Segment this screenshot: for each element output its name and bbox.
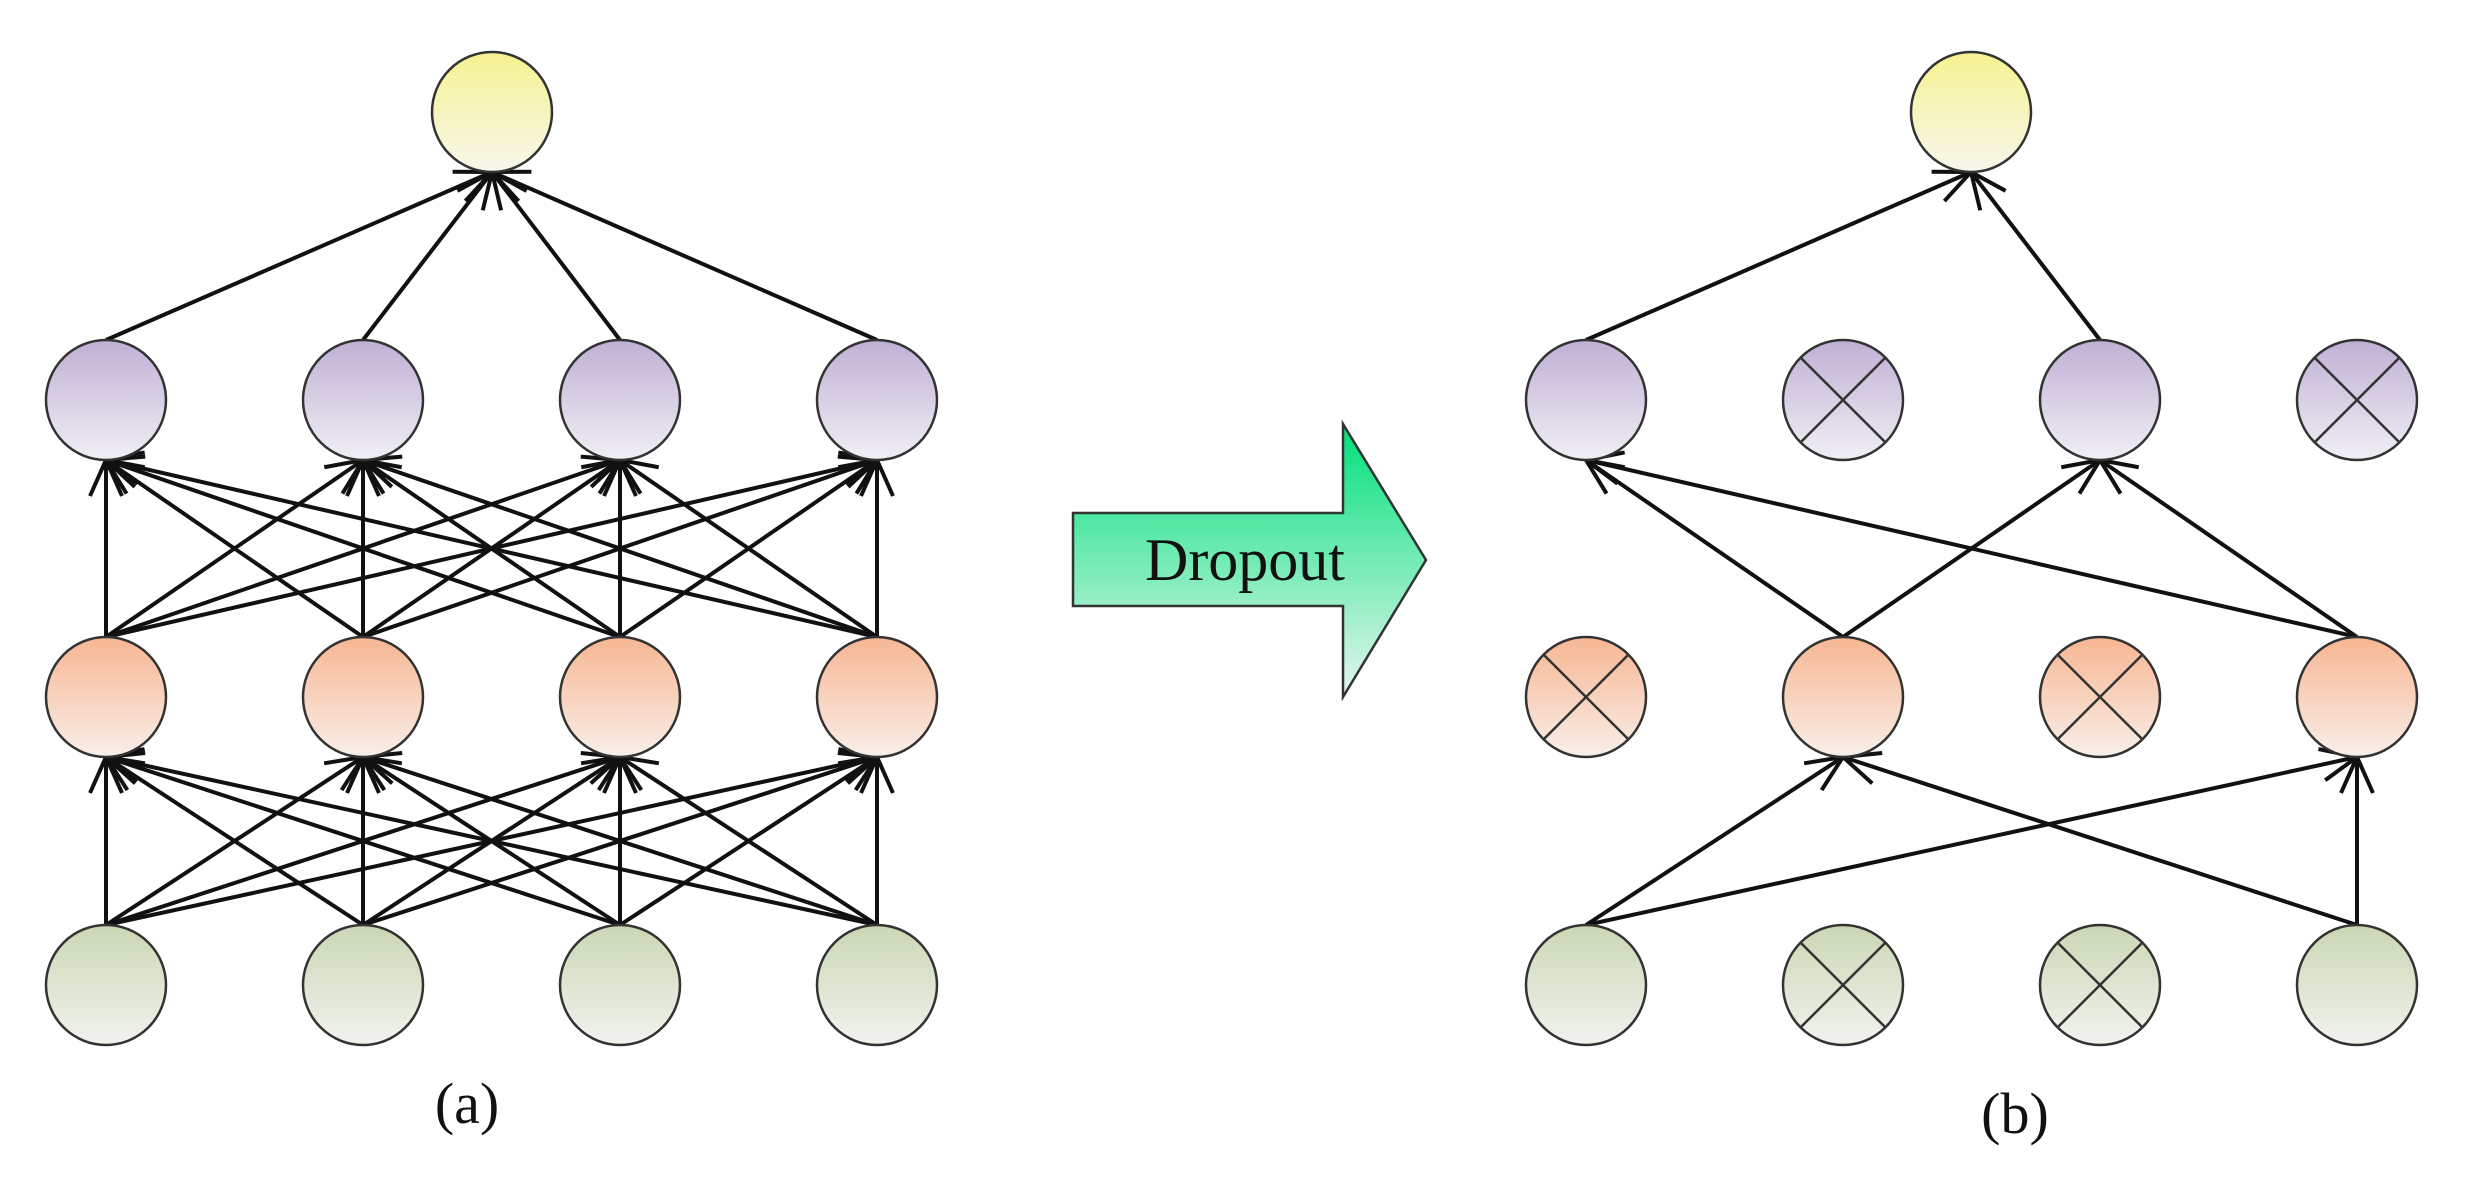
panel-a-edge-input-4-to-hidden1-2 — [363, 757, 878, 927]
panel-b-hidden1-node-3-dropped — [2038, 635, 2162, 759]
panel-a-input-node-2 — [301, 923, 425, 1047]
panel-b-edge-input-4-to-hidden1-2 — [1843, 757, 2358, 927]
panel-b-hidden2-node-2-dropped — [1781, 338, 1905, 462]
panel-a-hidden1-node-3 — [558, 635, 682, 759]
panel-b-edge-input-1-to-hidden1-4 — [1585, 757, 2357, 927]
panel-b-input-node-2-dropped — [1781, 923, 1905, 1047]
panel-a-hidden1-node-4 — [815, 635, 939, 759]
panel-b-hidden1-node-4 — [2295, 635, 2419, 759]
panel-a-input-node-3 — [558, 923, 682, 1047]
panel-b-hidden2-node-1 — [1524, 338, 1648, 462]
panel-b-input-node-4 — [2295, 923, 2419, 1047]
dropout-label: Dropout — [1145, 527, 1345, 593]
dropped-cross-icon — [2056, 941, 2144, 1029]
panel-a-hidden2-node-4 — [815, 338, 939, 462]
panel-b-hidden2-node-3 — [2038, 338, 2162, 462]
panel-b-hidden1-node-2 — [1781, 635, 1905, 759]
panel-b-edge-hidden1-4-to-hidden2-3 — [2100, 460, 2359, 639]
panel-a-edge-hidden1-4-to-hidden2-1 — [106, 460, 878, 639]
dropped-cross-icon — [1799, 941, 1887, 1029]
panel-a-edge-hidden1-3-to-hidden2-1 — [106, 460, 621, 639]
panel-a-connections — [105, 172, 879, 927]
dropped-cross-icon — [1799, 356, 1887, 444]
dropped-cross-icon — [2313, 356, 2401, 444]
panel-a-output-node-1 — [430, 50, 554, 174]
panel-a-hidden2-node-3 — [558, 338, 682, 462]
panel-b-caption: (b) — [1981, 1081, 2049, 1146]
panel-b-input-node-1 — [1524, 923, 1648, 1047]
dropped-cross-icon — [2056, 653, 2144, 741]
panel-a-hidden2-node-2 — [301, 338, 425, 462]
panel-b-nodes — [1524, 50, 2419, 1047]
panel-b-edge-input-1-to-hidden1-2 — [1584, 757, 1843, 927]
panel-a-edge-input-3-to-hidden1-1 — [106, 757, 621, 927]
panel-b-hidden1-node-1-dropped — [1524, 635, 1648, 759]
panel-a-hidden1-node-1 — [44, 635, 168, 759]
panel-b-input-node-3-dropped — [2038, 923, 2162, 1047]
panel-a-edge-hidden1-4-to-hidden2-3 — [620, 460, 879, 639]
panel-a-edge-input-4-to-hidden1-3 — [620, 757, 879, 927]
panel-b-edge-hidden1-2-to-hidden2-1 — [1586, 460, 1845, 639]
panel-b-edge-hidden1-4-to-hidden2-1 — [1586, 460, 2358, 639]
panel-b-connections — [1584, 172, 2359, 927]
panel-a-nodes — [44, 50, 939, 1047]
panel-a-hidden1-node-2 — [301, 635, 425, 759]
panel-b-output-node-1 — [1909, 50, 2033, 174]
panel-a-caption: (a) — [435, 1071, 499, 1136]
panel-b-edge-hidden2-3-to-output-1 — [1971, 172, 2102, 342]
panel-a-edge-hidden2-1-to-output-1 — [105, 172, 492, 342]
panel-b-hidden2-node-4-dropped — [2295, 338, 2419, 462]
panel-a-input-node-4 — [815, 923, 939, 1047]
panel-a-edge-hidden2-2-to-output-1 — [361, 172, 492, 342]
panel-a-edge-input-2-to-hidden1-1 — [106, 757, 365, 927]
panel-a-edge-hidden2-3-to-output-1 — [492, 172, 622, 342]
panel-a-edge-hidden2-4-to-output-1 — [492, 172, 878, 342]
panel-a-edge-hidden1-2-to-hidden2-1 — [106, 460, 365, 639]
panel-a-hidden2-node-1 — [44, 338, 168, 462]
panel-a-input-node-1 — [44, 923, 168, 1047]
panel-b-edge-hidden2-1-to-output-1 — [1585, 172, 1971, 342]
panel-a-edge-hidden1-4-to-hidden2-2 — [363, 460, 878, 639]
dropout-arrow-shape — [1071, 419, 1428, 702]
dropout-arrow: Dropout — [1071, 419, 1428, 702]
dropped-cross-icon — [1542, 653, 1630, 741]
panel-a-edge-input-4-to-hidden1-1 — [106, 757, 878, 927]
